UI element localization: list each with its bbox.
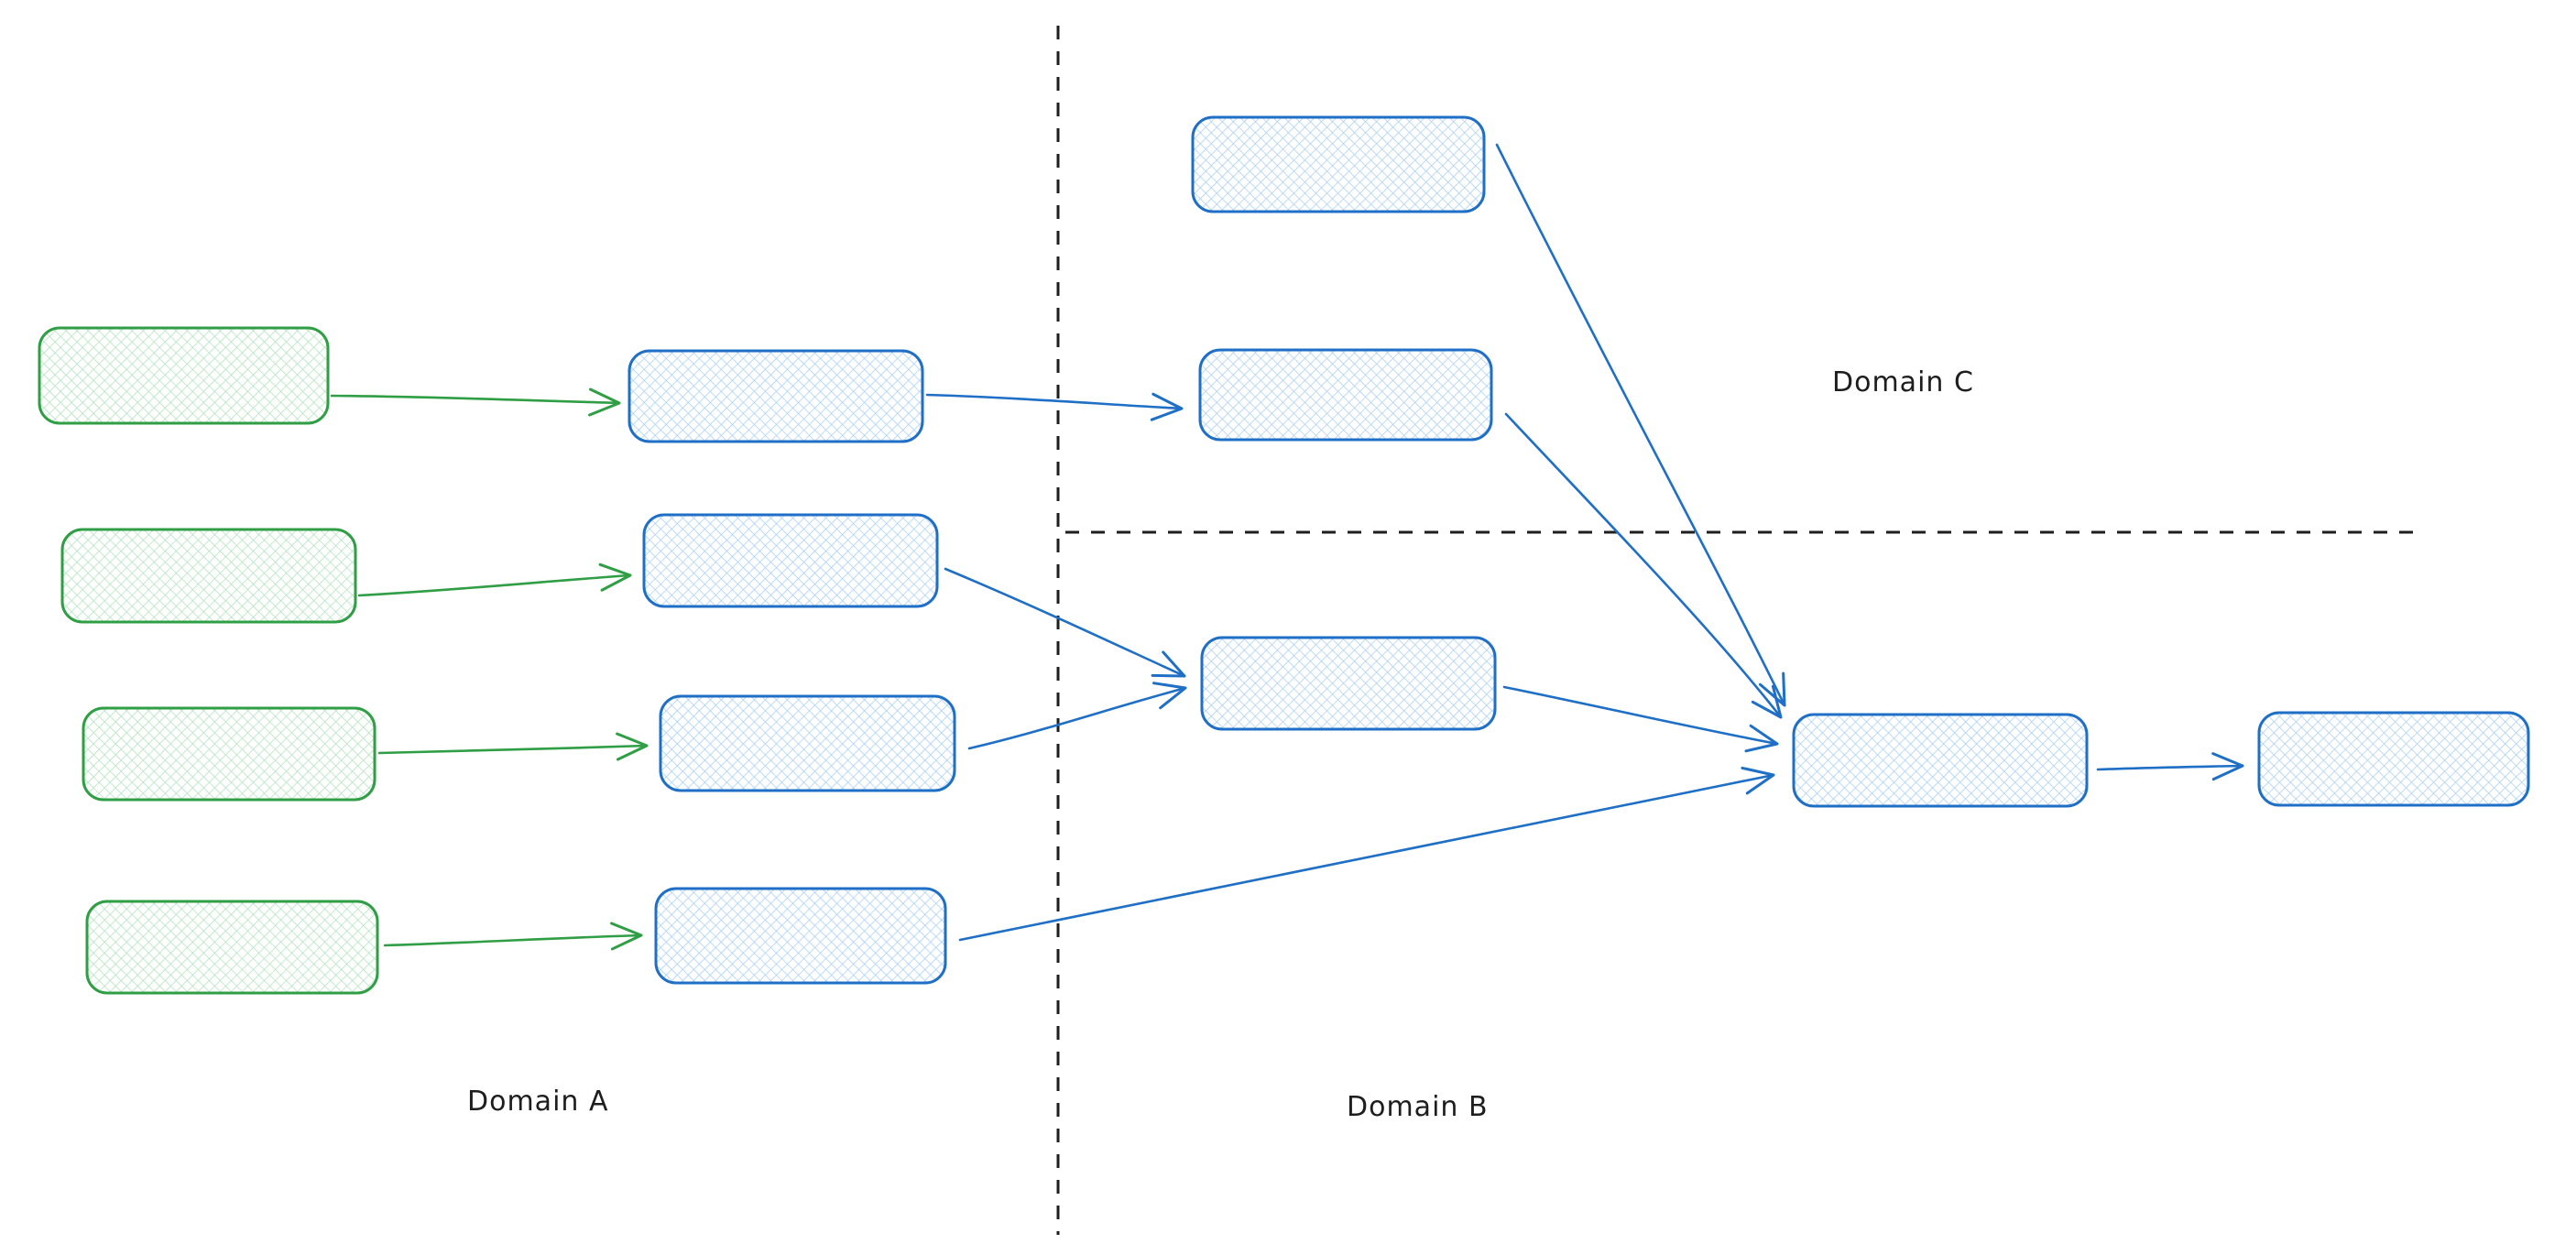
node-g1[interactable]: [38, 326, 330, 425]
edge-g4-a4[interactable]: [383, 922, 643, 951]
edge-c1-c2[interactable]: [2096, 752, 2244, 781]
node-a1[interactable]: [628, 349, 924, 443]
edge-b2-c1[interactable]: [1504, 412, 1783, 719]
edge-g1-a1[interactable]: [330, 387, 621, 417]
blue-node-group-domain-c: [1792, 711, 2530, 808]
edge-a4-c1[interactable]: [958, 766, 1775, 942]
domain-a-label[interactable]: Domain A: [467, 1086, 608, 1118]
node-b1[interactable]: [1191, 115, 1486, 213]
node-a2[interactable]: [642, 513, 939, 608]
edge-g3-a3[interactable]: [377, 732, 649, 761]
node-a4[interactable]: [654, 887, 947, 985]
edge-b3-c1[interactable]: [1502, 685, 1779, 753]
node-c1[interactable]: [1792, 713, 2089, 808]
green-node-group: [38, 326, 379, 995]
node-g4[interactable]: [85, 900, 379, 995]
domain-b-label[interactable]: Domain B: [1347, 1091, 1489, 1123]
edge-a2-b3[interactable]: [944, 567, 1186, 678]
domain-c-label[interactable]: Domain C: [1832, 366, 1974, 398]
blue-node-group-domain-a: [628, 349, 956, 985]
node-g3[interactable]: [82, 706, 377, 802]
node-b3[interactable]: [1200, 636, 1497, 731]
blue-node-group-domain-b: [1191, 115, 1497, 731]
edge-a3-b3[interactable]: [967, 682, 1187, 750]
edge-b1-c1[interactable]: [1495, 143, 1786, 707]
node-b2[interactable]: [1198, 348, 1493, 442]
edge-g2-a2[interactable]: [357, 562, 632, 597]
edge-a1-b2[interactable]: [925, 392, 1184, 421]
node-g2[interactable]: [60, 528, 357, 624]
node-c2[interactable]: [2257, 711, 2530, 807]
node-a3[interactable]: [659, 694, 956, 792]
